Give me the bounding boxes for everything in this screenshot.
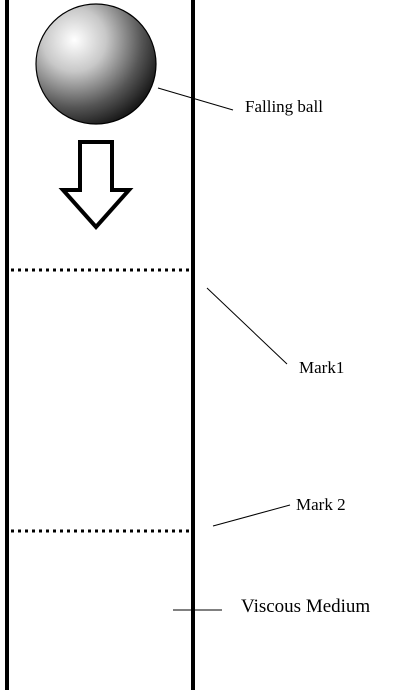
mark1-label: Mark1 (299, 358, 344, 377)
viscous-medium-label: Viscous Medium (241, 596, 370, 617)
mark2-label: Mark 2 (296, 495, 346, 514)
falling-ball (35, 3, 157, 125)
mark1-leader (206, 287, 288, 365)
falling-ball-label: Falling ball (245, 97, 323, 116)
down-arrow-icon (58, 140, 134, 231)
falling-ball-leader (157, 87, 234, 111)
mark2-leader (212, 504, 291, 527)
